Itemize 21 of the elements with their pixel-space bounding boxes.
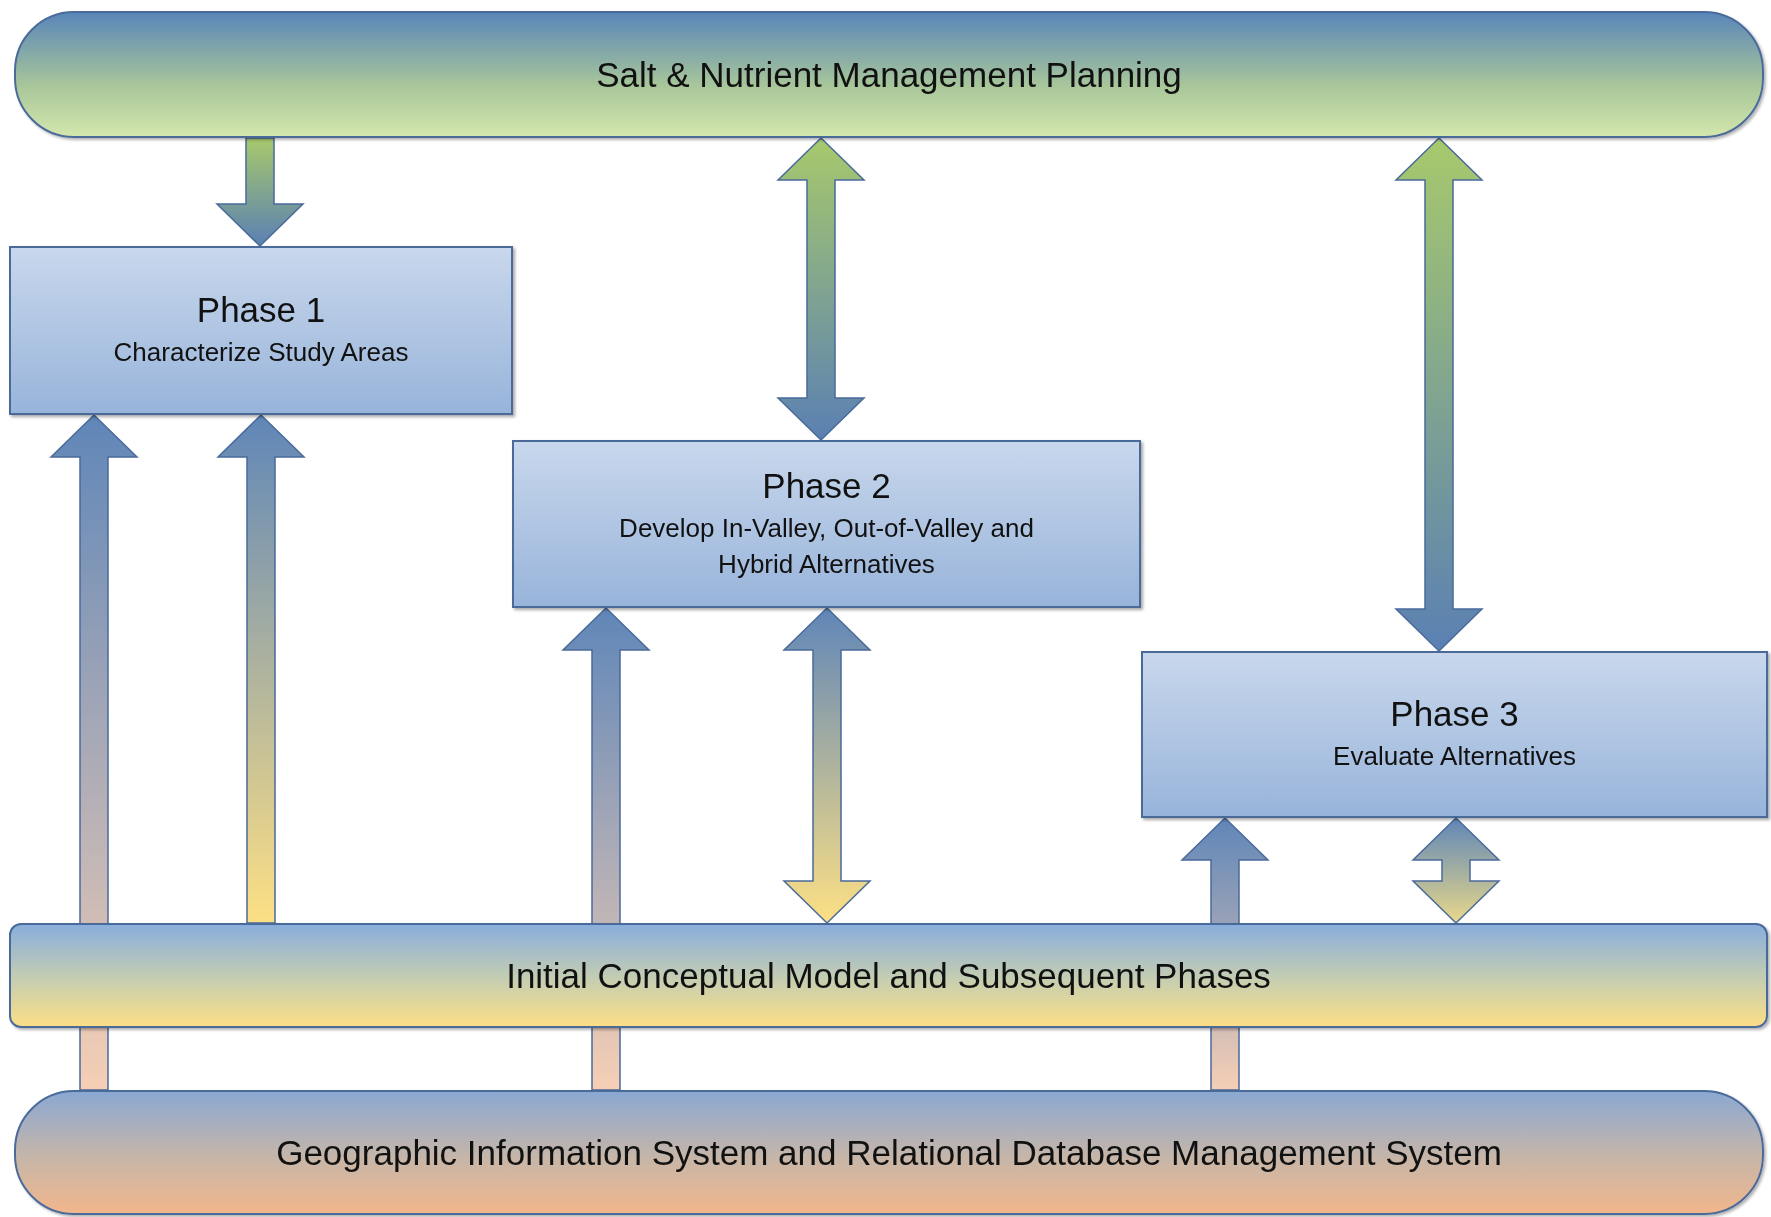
banner bbox=[14, 1090, 1764, 1215]
block-arrow bbox=[776, 136, 866, 442]
box-description: Develop In-Valley, Out-of-Valley and Hybrid Alternatives bbox=[618, 511, 1035, 581]
block-arrow bbox=[1411, 816, 1501, 925]
process-box bbox=[9, 246, 513, 415]
banner-label: Geographic Information System and Relational Database Management System bbox=[276, 1132, 1502, 1173]
process-box bbox=[512, 440, 1141, 608]
block-arrow bbox=[216, 413, 306, 924]
box-description: Evaluate Alternatives bbox=[1333, 740, 1576, 774]
box-description: Characterize Study Areas bbox=[113, 336, 409, 370]
box-title: Phase 2 bbox=[762, 465, 891, 506]
box-title: Phase 1 bbox=[196, 290, 326, 331]
banner-label: Salt & Nutrient Management Planning bbox=[596, 54, 1182, 95]
banner-label: Initial Conceptual Model and Subsequent Phases bbox=[506, 955, 1271, 996]
block-arrow bbox=[1394, 136, 1484, 653]
block-arrow bbox=[215, 137, 305, 248]
banner bbox=[14, 11, 1764, 138]
band bbox=[9, 923, 1768, 1028]
process-box bbox=[1141, 651, 1768, 818]
block-arrow bbox=[782, 606, 872, 925]
box-title: Phase 3 bbox=[1390, 694, 1519, 735]
